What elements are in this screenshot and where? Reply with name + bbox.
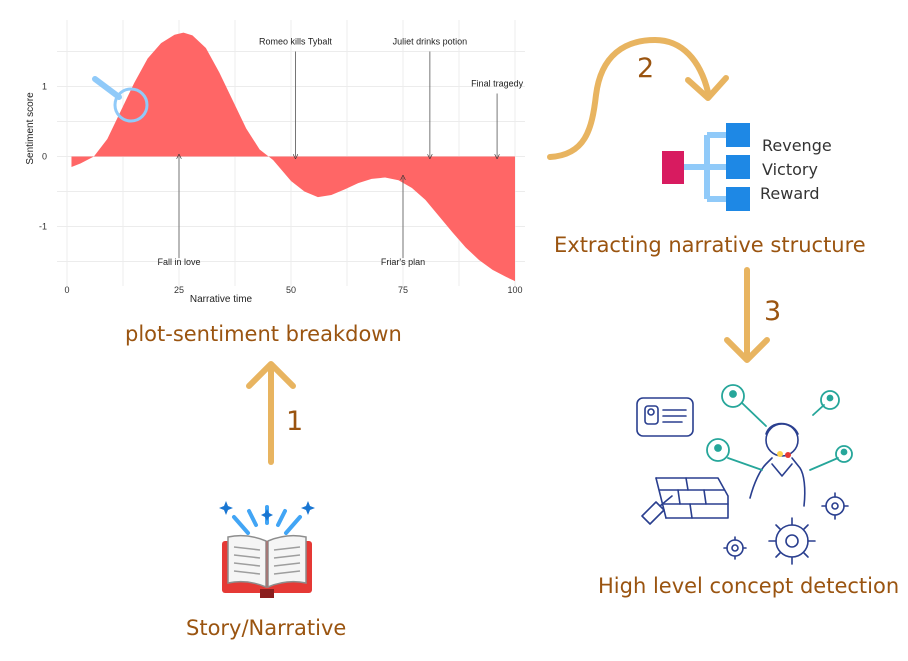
y-tick-label: -1 [39, 222, 47, 232]
y-axis-label: Sentiment score [25, 92, 36, 165]
step-1-number: 1 [286, 406, 304, 437]
x-tick-label: 25 [174, 285, 184, 295]
x-axis-label: Narrative time [190, 294, 253, 305]
y-tick-label: 0 [42, 152, 47, 162]
magnifier-icon [92, 76, 149, 123]
sentiment-chart: -1 0 1 0 25 50 75 100 Narrative time Sentiment… [25, 20, 525, 305]
x-tick-label: 0 [64, 285, 69, 295]
x-tick-labels: 0 25 50 75 100 [64, 285, 522, 295]
person-concepts-icon [636, 384, 853, 565]
annotation-label: Friar's plan [381, 257, 425, 267]
y-tick-label: 1 [42, 82, 47, 92]
arrow-down-icon [724, 267, 770, 363]
plot-caption: plot-sentiment breakdown [125, 322, 402, 346]
tree-icon [662, 123, 750, 211]
tree-item-revenge: Revenge [762, 136, 832, 155]
tree-item-victory: Victory [762, 160, 818, 179]
concept-caption: High level concept detection [598, 574, 900, 598]
structure-caption: Extracting narrative structure [554, 233, 866, 257]
x-tick-label: 100 [507, 285, 522, 295]
step-3-number: 3 [764, 296, 782, 327]
x-tick-label: 50 [286, 285, 296, 295]
story-caption: Story/Narrative [186, 616, 347, 640]
annotation-label: Juliet drinks potion [393, 37, 468, 47]
tree-item-reward: Reward [760, 184, 820, 203]
annotations: Romeo kills Tybalt Juliet drinks potionFi… [157, 37, 523, 268]
book-icon [219, 501, 315, 598]
x-tick-label: 75 [398, 285, 408, 295]
annotation-label: Fall in love [157, 257, 200, 267]
step-2-number: 2 [637, 53, 655, 84]
annotation-label: Final tragedy [471, 79, 524, 89]
annotation-label: Romeo kills Tybalt [259, 37, 332, 47]
y-tick-labels: -1 0 1 [39, 82, 47, 232]
